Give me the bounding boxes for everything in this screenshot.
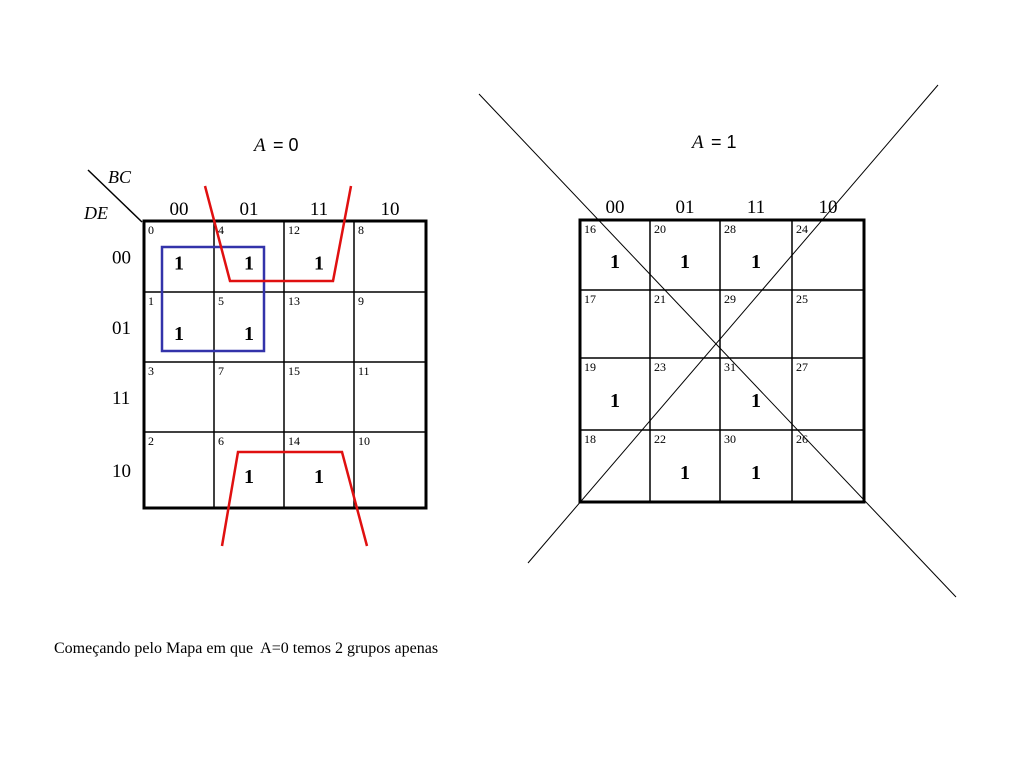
cell-value-one: 1: [680, 462, 690, 484]
cell-minterm-number: 21: [654, 292, 666, 306]
map-a0-title-var: A: [252, 135, 266, 156]
column-code-label: 11: [747, 197, 765, 218]
map-a0-title-value: = 0: [268, 135, 299, 155]
cell-minterm-number: 20: [654, 222, 666, 236]
cell-value-one: 1: [610, 251, 620, 273]
cell-minterm-number: 1: [148, 294, 154, 308]
cell-minterm-number: 2: [148, 434, 154, 448]
cell-value-one: 1: [174, 323, 184, 345]
cell-minterm-number: 23: [654, 360, 666, 374]
cell-minterm-number: 19: [584, 360, 596, 374]
cell-minterm-number: 10: [358, 434, 370, 448]
map-a0-row-var: DE: [83, 203, 108, 223]
cell-minterm-number: 16: [584, 222, 596, 236]
caption-text: Começando pelo Mapa em que A=0 temos 2 g…: [54, 640, 439, 657]
column-code-label: 01: [240, 199, 259, 220]
cell-minterm-number: 6: [218, 434, 224, 448]
cell-minterm-number: 25: [796, 292, 808, 306]
cell-minterm-number: 4: [218, 223, 224, 237]
map-border: [578, 218, 866, 504]
cell-value-one: 1: [244, 253, 254, 275]
cell-value-one: 1: [174, 253, 184, 275]
cell-minterm-number: 12: [288, 223, 300, 237]
cell-value-one: 1: [244, 323, 254, 345]
cross-out-line-2: [527, 84, 939, 564]
cell-value-one: 1: [314, 253, 324, 275]
cell-minterm-number: 29: [724, 292, 736, 306]
row-code-label: 11: [112, 388, 130, 409]
column-code-label: 10: [381, 199, 400, 220]
map-a0-corner-diagonal: [87, 169, 143, 223]
cell-minterm-number: 27: [796, 360, 808, 374]
cell-value-one: 1: [751, 390, 761, 412]
cell-minterm-number: 14: [288, 434, 300, 448]
cell-value-one: 1: [610, 390, 620, 412]
map-a1-cells: 16 1 20 1 28 1 24 17 21 29 25 19 1 23 31 1 27 18 22 1 30 1 26: [578, 218, 866, 504]
cell-value-one: 1: [244, 466, 254, 488]
cell-minterm-number: 5: [218, 294, 224, 308]
map-a0-col-var: BC: [108, 167, 132, 187]
cell-value-one: 1: [751, 251, 761, 273]
cell-value-one: 1: [314, 466, 324, 488]
cell-minterm-number: 7: [218, 364, 224, 378]
map-border: [142, 219, 428, 510]
column-code-label: 00: [170, 199, 189, 220]
row-code-label: 00: [112, 248, 131, 269]
column-code-label: 00: [606, 197, 625, 218]
cell-value-one: 1: [751, 462, 761, 484]
cross-out-line-1: [478, 93, 957, 598]
map-a1-axis-labels: 00 01 11 10: [606, 197, 838, 218]
group-blue-rectangle: [160, 245, 266, 353]
cell-minterm-number: 28: [724, 222, 736, 236]
row-code-label: 01: [112, 318, 131, 339]
group-red-wrap-bottom: [220, 450, 369, 547]
column-code-label: 10: [819, 197, 838, 218]
cell-minterm-number: 17: [584, 292, 596, 306]
cell-minterm-number: 0: [148, 223, 154, 237]
cell-minterm-number: 3: [148, 364, 154, 378]
cell-value-one: 1: [680, 251, 690, 273]
cell-minterm-number: 15: [288, 364, 300, 378]
cell-minterm-number: 13: [288, 294, 300, 308]
row-code-label: 10: [112, 461, 131, 482]
map-a1-title-value: = 1: [706, 132, 737, 152]
cell-minterm-number: 22: [654, 432, 666, 446]
cell-minterm-number: 24: [796, 222, 808, 236]
cell-minterm-number: 11: [358, 364, 370, 378]
map-a1-title-var: A: [690, 132, 704, 153]
cell-minterm-number: 9: [358, 294, 364, 308]
cell-minterm-number: 18: [584, 432, 596, 446]
cell-minterm-number: 30: [724, 432, 736, 446]
group-red-wrap-top: [203, 185, 353, 283]
cell-minterm-number: 26: [796, 432, 808, 446]
cell-minterm-number: 31: [724, 360, 736, 374]
column-code-label: 01: [676, 197, 695, 218]
column-code-label: 11: [310, 199, 328, 220]
cell-minterm-number: 8: [358, 223, 364, 237]
